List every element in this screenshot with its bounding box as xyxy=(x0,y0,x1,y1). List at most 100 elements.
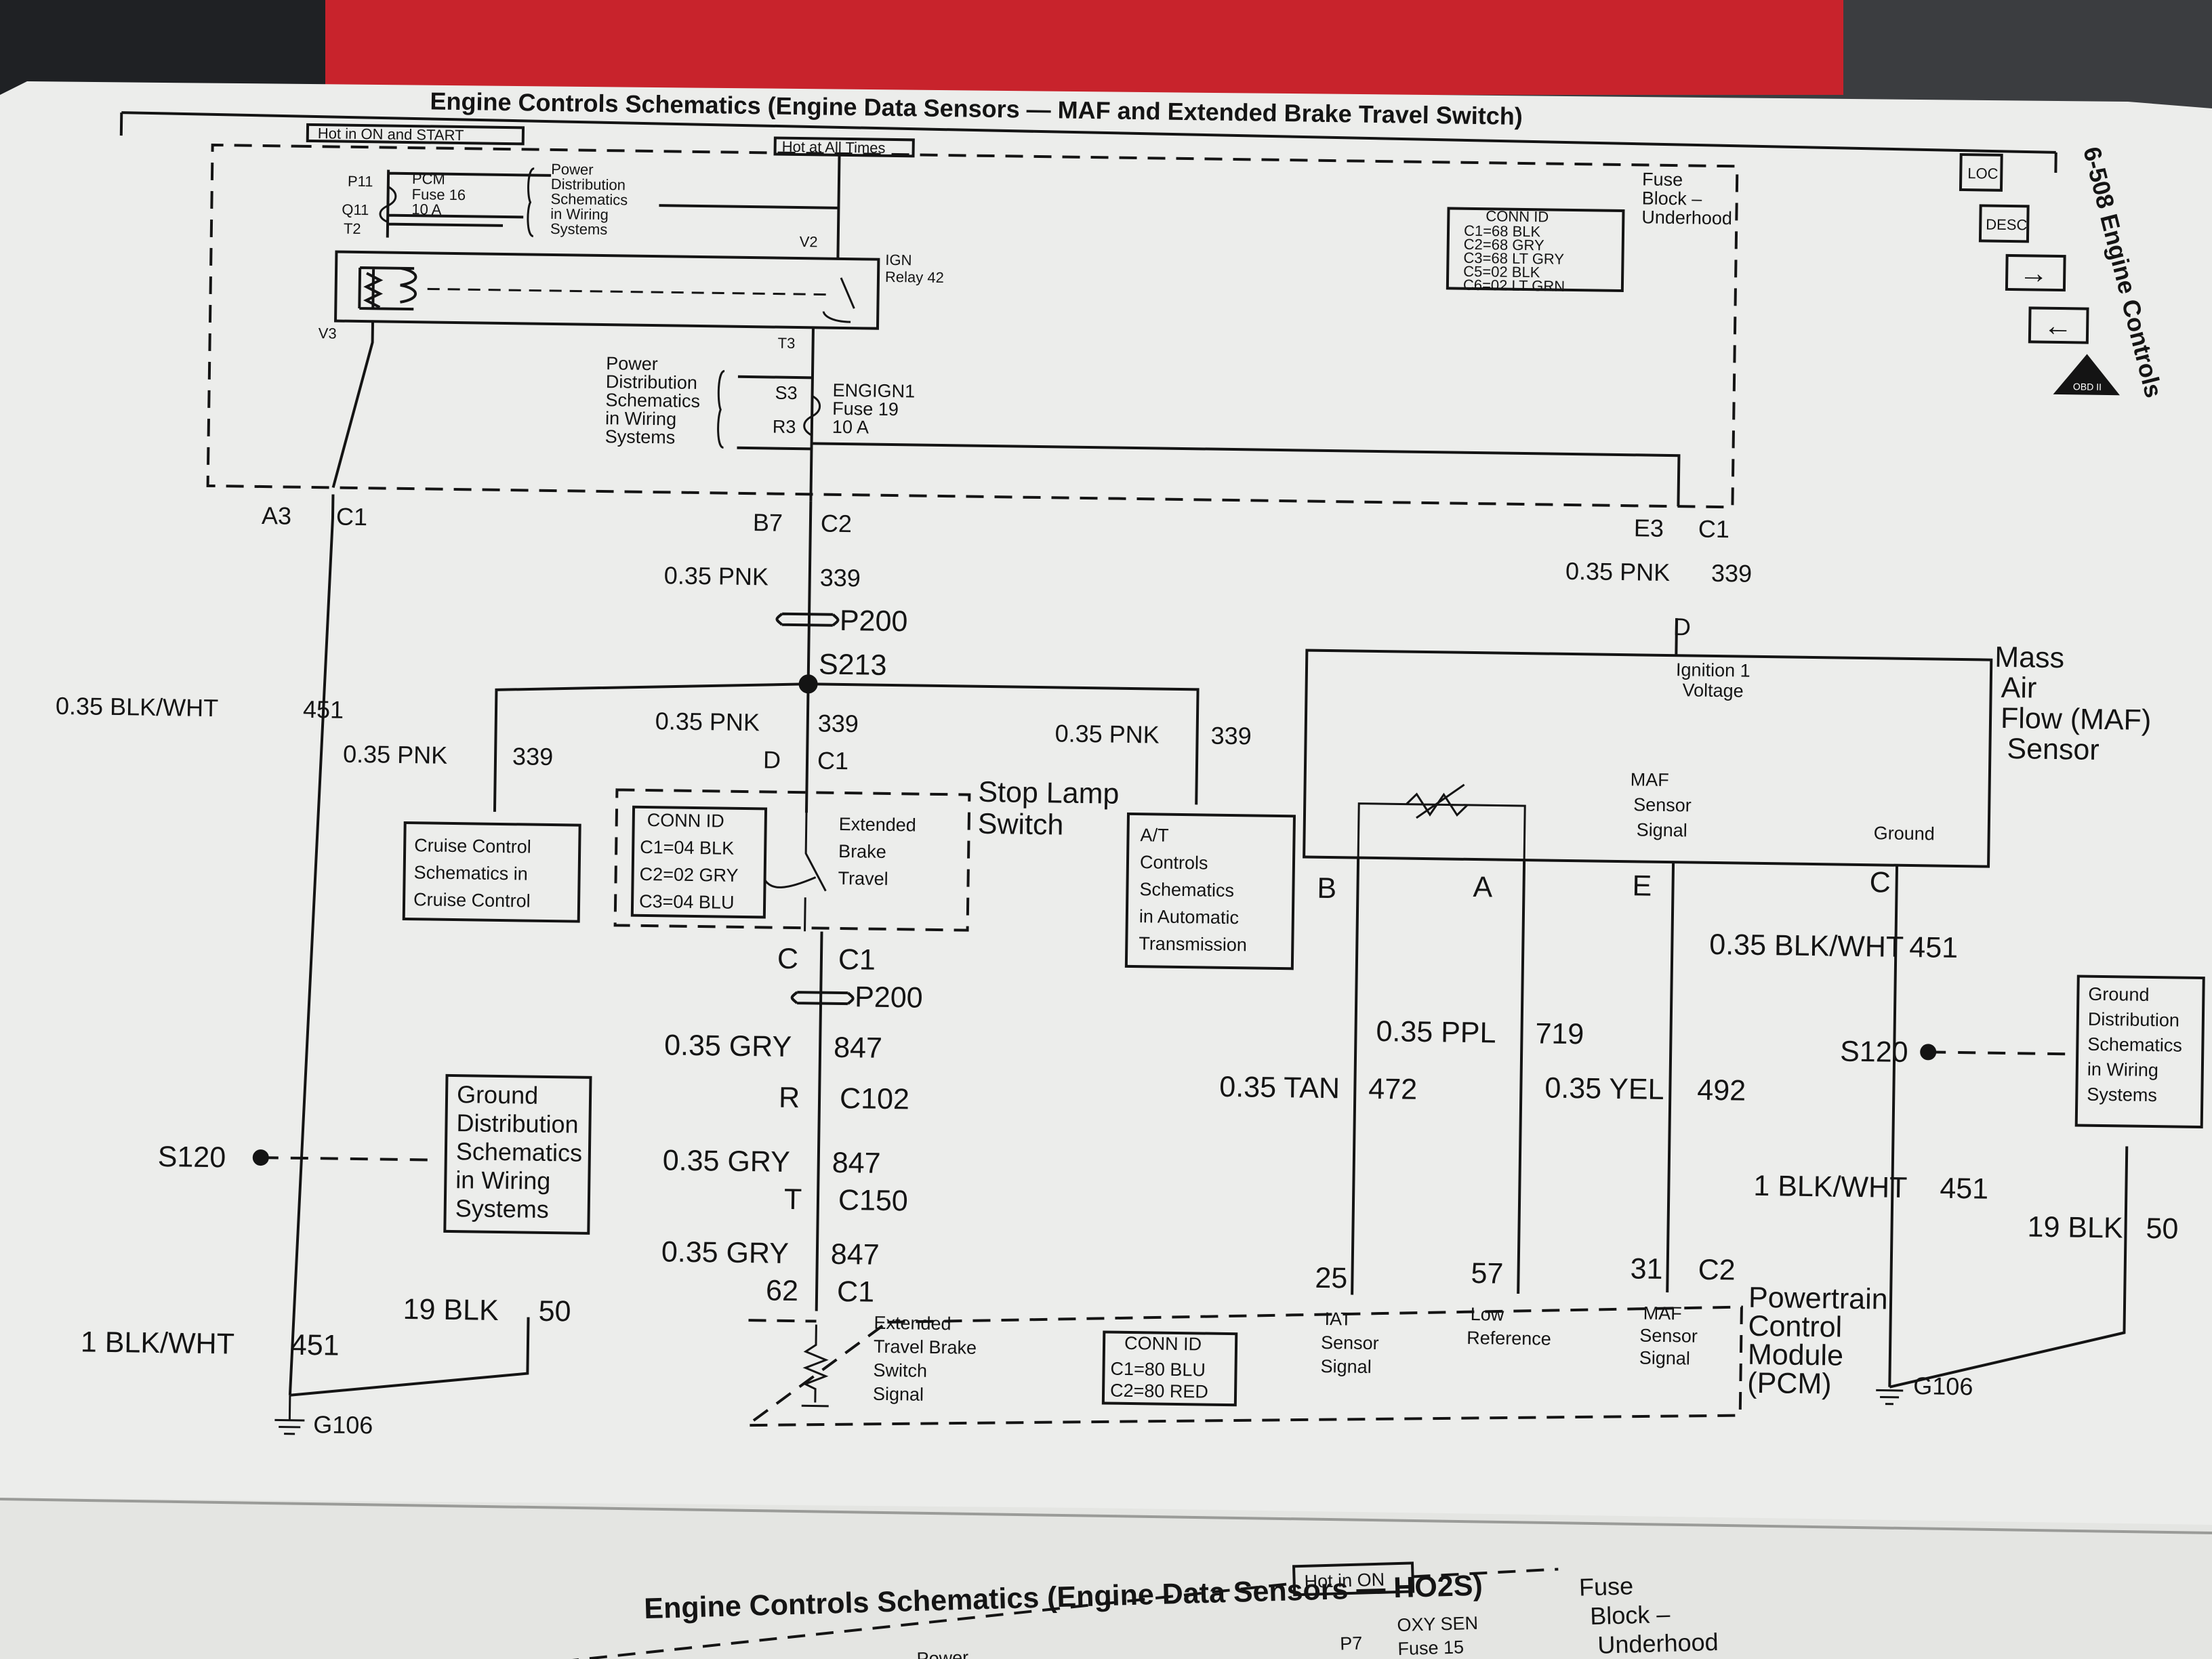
wire-451-a: 451 xyxy=(303,695,344,724)
wire-blkwht-b: 0.35 BLK/WHT xyxy=(1709,928,1904,964)
at-box-3[interactable]: Schematics xyxy=(1139,879,1234,901)
pin-t: T xyxy=(784,1183,802,1216)
next-fuse-1: Fuse xyxy=(1578,1572,1633,1601)
maf-sensor-box xyxy=(1303,649,1993,868)
wire-pnk-d: 0.35 PNK xyxy=(1054,719,1160,748)
arrow-left-icon[interactable]: ← xyxy=(2043,310,2073,343)
loc-icon[interactable]: LOC xyxy=(1967,165,1999,182)
wire-ground-g106-left xyxy=(289,1317,530,1397)
cruise-2[interactable]: Schematics in xyxy=(413,862,527,884)
cruise-3[interactable]: Cruise Control xyxy=(413,889,531,911)
ground-dist-left-5[interactable]: Systems xyxy=(455,1194,549,1223)
wire-gry-b: 0.35 GRY xyxy=(662,1144,790,1179)
fuse-block-label-3: Underhood xyxy=(1641,207,1732,228)
pcm-pin-31: 31 xyxy=(1630,1252,1663,1286)
ground-dist-right-1[interactable]: Ground xyxy=(2088,984,2149,1005)
next-sheet xyxy=(0,1498,2212,1659)
pcm-fuse-1: PCM xyxy=(412,170,445,188)
engign-1: ENGIGN1 xyxy=(832,380,915,402)
ign-relay-box xyxy=(334,250,880,330)
fuse-block-label-1: Fuse xyxy=(1642,169,1683,190)
power-dist-top-4: in Wiring xyxy=(550,205,609,223)
power-dist-mid-2: Distribution xyxy=(606,371,697,393)
iat-1: IAT xyxy=(1324,1309,1351,1330)
g106-right-symbol xyxy=(1876,1389,1904,1406)
maf-pcm-3: Signal xyxy=(1639,1348,1690,1369)
wire-50-right: 50 xyxy=(2146,1212,2179,1246)
wire-339-a: 339 xyxy=(820,564,861,592)
ground-dist-right-2[interactable]: Distribution xyxy=(2088,1009,2179,1031)
pin-a3-c1: C1 xyxy=(336,503,368,531)
pin-b7-c2: C2 xyxy=(821,510,853,538)
maf-sensor-3: Flow (MAF) xyxy=(2001,702,2152,737)
ground-dist-left-3[interactable]: Schematics xyxy=(456,1137,583,1167)
pcm-fuse-symbol xyxy=(379,186,397,223)
pin-62: 62 xyxy=(766,1275,799,1308)
at-box-2[interactable]: Controls xyxy=(1140,852,1208,873)
main-sheet xyxy=(0,81,2212,1532)
stop-lamp-2: Switch xyxy=(977,808,1063,842)
pin-v2: V2 xyxy=(800,233,818,250)
ext-travel-1: Extended xyxy=(874,1313,951,1334)
wire-451-right xyxy=(1889,1146,2129,1389)
conn-id-fuse-5: C6=02 LT GRN xyxy=(1463,276,1565,295)
desc-icon[interactable]: DESC xyxy=(1986,216,2028,233)
pin-d: D xyxy=(763,745,781,773)
maf-sensor-2: Air xyxy=(2001,672,2036,705)
at-box-4[interactable]: in Automatic xyxy=(1139,906,1239,928)
wire-339-e: 339 xyxy=(1711,559,1753,588)
wire-gry-a: 0.35 GRY xyxy=(664,1029,792,1063)
pin-d-maf: D xyxy=(1673,613,1692,640)
cruise-box xyxy=(402,821,581,923)
maf-thermistor xyxy=(1357,783,1526,861)
back-icon-box xyxy=(2028,306,2089,344)
ground-dist-right-4[interactable]: in Wiring xyxy=(2087,1059,2158,1080)
cruise-1[interactable]: Cruise Control xyxy=(414,835,531,857)
s213: S213 xyxy=(819,649,887,682)
ground-dist-right-3[interactable]: Schematics xyxy=(2087,1034,2182,1056)
at-box-1[interactable]: A/T xyxy=(1140,825,1168,846)
p200-a: P200 xyxy=(840,605,908,638)
iat-3: Signal xyxy=(1320,1356,1371,1377)
desc-icon-box xyxy=(1978,204,2030,243)
conn-id-fuse-2: C2=68 GRY xyxy=(1464,236,1544,254)
g106-left-symbol xyxy=(274,1395,305,1435)
conn-id-fuse-3: C3=68 LT GRY xyxy=(1463,249,1564,268)
pin-r-c102: C102 xyxy=(840,1082,909,1115)
relay-coil xyxy=(358,266,417,311)
stop-lamp-1: Stop Lamp xyxy=(978,776,1120,811)
wire-ppl: 0.35 PPL xyxy=(1376,1015,1496,1049)
ground-dist-left-4[interactable]: in Wiring xyxy=(455,1166,551,1195)
ground-dist-left-1[interactable]: Ground xyxy=(457,1080,539,1109)
pcm-fuse-feed xyxy=(386,169,552,238)
conn-id-pcm-2: C2=80 RED xyxy=(1110,1380,1208,1402)
pin-r: R xyxy=(779,1082,800,1114)
ground-dist-right-5[interactable]: Systems xyxy=(2087,1084,2157,1105)
wire-451-c: 451 xyxy=(1940,1172,1988,1206)
ground-dist-left-2[interactable]: Distribution xyxy=(456,1109,579,1139)
v3-wire xyxy=(331,321,375,489)
wire-339-d: 339 xyxy=(1210,722,1252,750)
ext-travel-resistor xyxy=(801,1324,829,1408)
ext-travel-3: Switch xyxy=(873,1360,927,1381)
ext-brake-1: Extended xyxy=(839,814,917,836)
s120-right: S120 xyxy=(1840,1036,1908,1069)
power-dist-top-3: Schematics xyxy=(550,190,628,209)
pin-b7: B7 xyxy=(753,508,783,537)
ext-brake-3: Travel xyxy=(838,868,888,889)
g106-left: G106 xyxy=(313,1410,373,1439)
pcm-4: (PCM) xyxy=(1747,1367,1832,1401)
at-box-5[interactable]: Transmission xyxy=(1139,933,1247,955)
wire-847 xyxy=(815,931,823,1311)
pcm-fuse-2: Fuse 16 xyxy=(411,186,466,203)
power-dist-mid-arrows xyxy=(737,375,1681,507)
conn-id-switch-3: C3=04 BLU xyxy=(639,891,735,913)
maf-pin-c: C xyxy=(1869,866,1891,899)
pin-q11: Q11 xyxy=(342,201,369,219)
arrow-right-icon[interactable]: → xyxy=(2019,257,2049,290)
pcm-3: Module xyxy=(1748,1338,1844,1372)
wire-blkwht-c: 1 BLK/WHT xyxy=(1753,1170,1908,1204)
power-dist-mid-4: in Wiring xyxy=(605,408,676,429)
pin-d-c1: C1 xyxy=(817,746,849,775)
wire-492: 492 xyxy=(1697,1074,1746,1107)
